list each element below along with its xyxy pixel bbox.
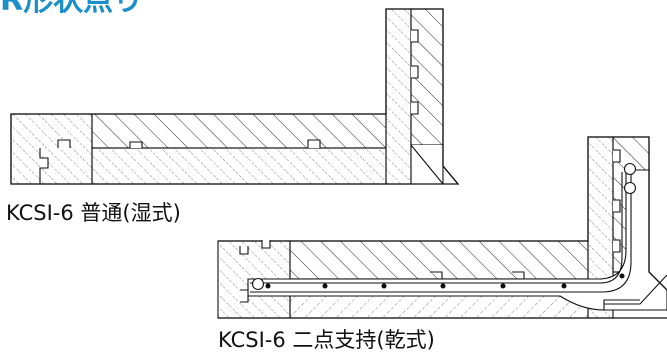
- reinforcement-bar-outer: [250, 172, 623, 284]
- rebar-dot: [500, 283, 506, 289]
- section-drawing-dry: [217, 136, 667, 319]
- rebar-dot: [561, 283, 567, 289]
- slab-outline: [218, 136, 667, 319]
- slab-lower-band: [91, 147, 387, 185]
- rebar-dot: [440, 283, 446, 289]
- wall-notches: [613, 149, 621, 253]
- support-ring: [251, 277, 265, 291]
- section-drawing-wet: [10, 8, 460, 185]
- support-bracket: [603, 274, 667, 310]
- reinforcement-bar-inner: [250, 172, 632, 293]
- page-heading: R形状点り: [0, 0, 144, 18]
- rebar-dot: [381, 283, 387, 289]
- slab-left-block: [10, 113, 93, 185]
- support-ring: [623, 162, 637, 176]
- slab-outline: [10, 8, 460, 185]
- slab-notches: [39, 139, 321, 184]
- rebar-dot: [619, 273, 625, 279]
- slab-notches: [239, 240, 525, 303]
- corner-slope: [410, 144, 444, 185]
- rebar-dot: [265, 283, 271, 289]
- wall-outer-block: [385, 8, 412, 185]
- rebar-dot: [322, 283, 328, 289]
- diagram-caption-dry: KCSI-6 二点支持(乾式): [218, 328, 435, 352]
- support-ring: [623, 181, 637, 195]
- diagram-caption-wet: KCSI-6 普通(湿式): [6, 201, 181, 225]
- wall-notches: [411, 29, 419, 115]
